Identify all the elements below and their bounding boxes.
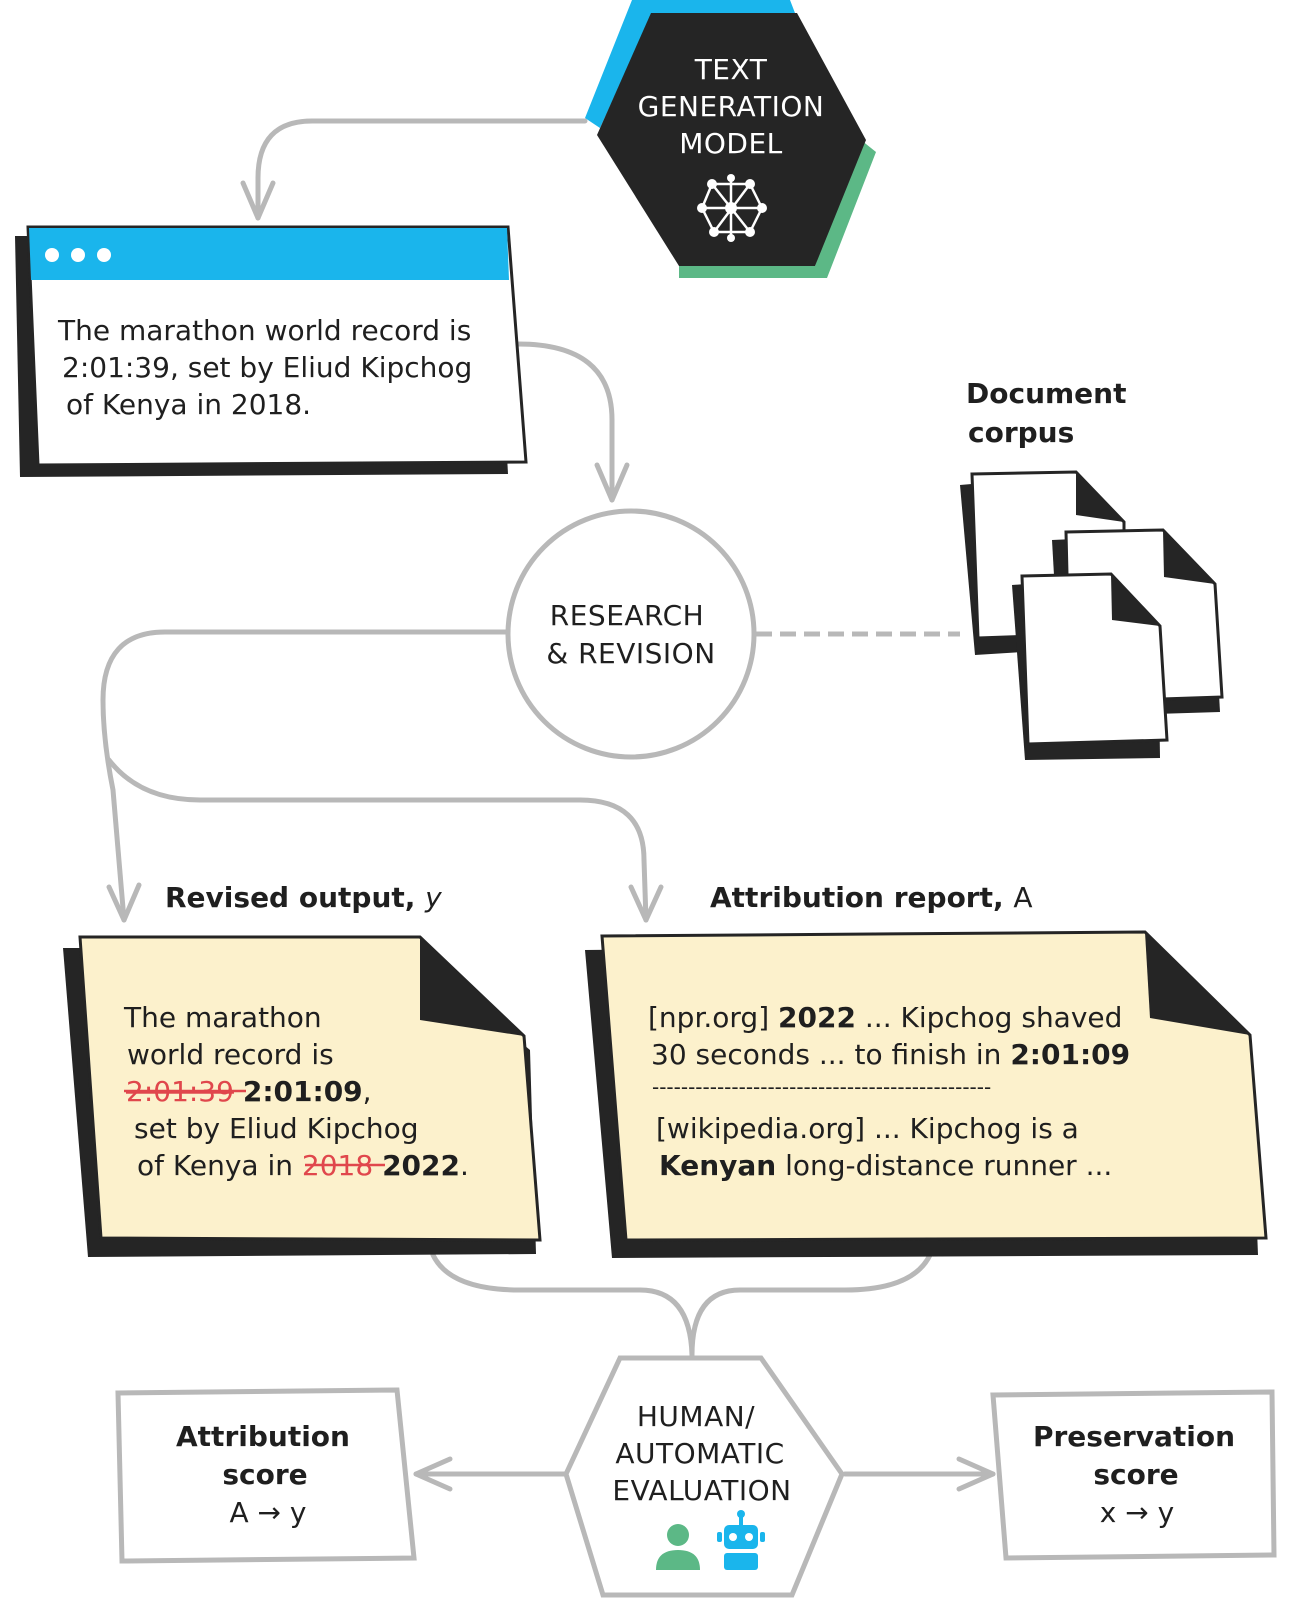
neural-network-icon — [697, 174, 767, 242]
revised-output-note: Revised output, y The marathon world rec… — [63, 881, 542, 1257]
report-note-body — [600, 930, 1268, 1242]
arrowhead-research-to-revised — [106, 882, 142, 923]
arrowhead-eval-to-attribution — [413, 1456, 453, 1492]
arrowhead-output-to-research — [594, 462, 630, 503]
report-entry1-line2: 30 seconds ... to finish in 2:01:09 — [651, 1038, 1130, 1071]
attribution-report-note: Attribution report, A [npr.org] 2022 ...… — [585, 881, 1268, 1258]
preservation-score-line1: Preservation — [1033, 1420, 1235, 1453]
revised-line1: The marathon — [123, 1001, 322, 1034]
text-generation-model: TEXT GENERATION MODEL — [585, 0, 876, 278]
revised-line4: set by Eliud Kipchog — [134, 1112, 419, 1145]
evaluation-hex — [563, 1355, 845, 1598]
attribution-score-line1: Attribution — [176, 1420, 350, 1453]
merge-report-to-evaluation — [689, 1252, 933, 1358]
window-body — [26, 225, 528, 467]
arrow-research-to-revised — [100, 629, 510, 923]
model-hex-green-edge — [679, 140, 876, 278]
initial-output-line3: of Kenya in 2018. — [66, 388, 311, 421]
report-entry2-line1: [wikipedia.org] ... Kipchog is a — [656, 1112, 1079, 1145]
research-label-line1: RESEARCH — [550, 599, 704, 632]
person-icon — [656, 1524, 700, 1570]
attribution-score-box: Attribution score A → y — [115, 1387, 417, 1564]
revised-output-label: Revised output, y — [165, 881, 442, 914]
attribution-score-line2: score — [222, 1458, 307, 1491]
report-note-fold — [1145, 932, 1250, 1035]
model-hex-blue-edge — [585, 0, 795, 128]
document-corpus: Document corpus — [960, 377, 1224, 760]
window-titlebar — [29, 228, 509, 280]
corpus-label-line1: Document — [966, 377, 1127, 410]
browser-dots-icon — [45, 248, 111, 262]
corpus-label-line2: corpus — [968, 416, 1074, 449]
arrowhead-model-to-output — [240, 180, 276, 221]
evaluation-node: HUMAN/ AUTOMATIC EVALUATION — [563, 1355, 845, 1598]
research-revision-node: RESEARCH & REVISION — [505, 508, 757, 760]
merge-revised-to-evaluation — [430, 1252, 695, 1358]
preservation-score-line2: score — [1093, 1458, 1178, 1491]
arrowhead-eval-to-preservation — [956, 1456, 996, 1492]
initial-output-window: The marathon world record is 2:01:39, se… — [15, 225, 528, 477]
robot-icon — [717, 1510, 765, 1570]
report-entry2-line2: Kenyan long-distance runner ... — [659, 1149, 1112, 1182]
research-label-line2: & REVISION — [546, 637, 715, 670]
report-separator: ----------------------------------------… — [652, 1075, 991, 1099]
revised-line5: of Kenya in 2018 2022. — [137, 1149, 469, 1182]
initial-output-line2: 2:01:39, set by Eliud Kipchog — [62, 351, 472, 384]
evaluation-label-line1: HUMAN/ — [637, 1400, 755, 1433]
arrow-research-to-report — [106, 757, 649, 923]
preservation-score-formula: x → y — [1100, 1496, 1174, 1529]
arrowhead-research-to-report — [628, 884, 664, 923]
report-entry1-line1: [npr.org] 2022 ... Kipchog shaved — [648, 1001, 1122, 1034]
initial-output-line1: The marathon world record is — [57, 314, 471, 347]
model-label-line1: TEXT — [694, 53, 768, 86]
evaluation-label-line2: AUTOMATIC — [615, 1437, 784, 1470]
documents-icon — [960, 470, 1224, 760]
arrow-output-to-research — [515, 341, 615, 503]
evaluation-label-line3: EVALUATION — [612, 1474, 791, 1507]
connectors — [100, 118, 996, 1492]
model-label-line3: MODEL — [679, 127, 783, 160]
revised-line2: world record is — [127, 1038, 334, 1071]
attribution-report-label: Attribution report, A — [710, 881, 1033, 914]
model-label-line2: GENERATION — [638, 90, 825, 123]
attribution-score-formula: A → y — [230, 1496, 307, 1529]
revised-note-fold — [420, 937, 524, 1036]
preservation-score-box: Preservation score x → y — [990, 1389, 1277, 1561]
model-hex — [597, 13, 866, 266]
arrow-model-to-output — [255, 118, 588, 221]
